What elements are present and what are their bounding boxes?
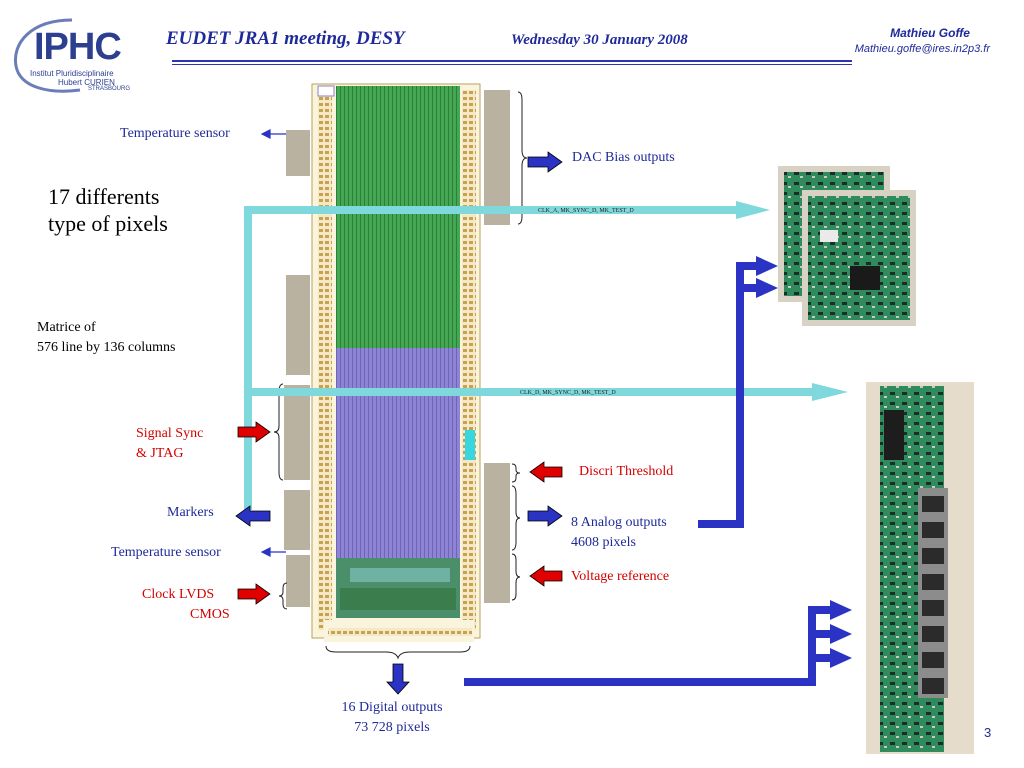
clk-top-label: CLK_A, MK_SYNC_D, MK_TEST_D bbox=[538, 208, 634, 214]
blue-connectors bbox=[464, 256, 852, 686]
signal-sync-line1: Signal Sync bbox=[136, 426, 204, 441]
logo-swoosh-icon bbox=[13, 18, 81, 93]
blue-arrows bbox=[235, 151, 563, 695]
digital-outputs-label: 16 Digital outputs 73 728 pixels bbox=[324, 698, 460, 738]
chip-layout bbox=[311, 83, 481, 642]
analog-line2: 4608 pixels bbox=[571, 535, 636, 550]
red-arrows bbox=[237, 421, 563, 605]
pixel-matrix-purple bbox=[336, 348, 460, 558]
matrix-line2: 576 line by 136 columns bbox=[37, 340, 176, 355]
pixel-types-label: 17 differents type of pixels bbox=[48, 183, 168, 237]
pin-labels bbox=[284, 90, 510, 607]
logo-sub2: Hubert CURIEN bbox=[58, 78, 115, 87]
clock-label: Clock LVDS CMOS bbox=[142, 585, 230, 625]
slide-date: Wednesday 30 January 2008 bbox=[511, 32, 688, 48]
slide-title: EUDET JRA1 meeting, DESY bbox=[166, 28, 405, 49]
signal-sync-label: Signal Sync & JTAG bbox=[136, 424, 203, 464]
author-name: Mathieu Goffe bbox=[890, 26, 970, 40]
digital-line2: 73 728 pixels bbox=[354, 720, 430, 735]
matrix-line1: Matrice of bbox=[37, 320, 96, 335]
readout-board-photo bbox=[866, 382, 974, 754]
temp-sensor-top-label: Temperature sensor bbox=[120, 126, 230, 141]
header-rule bbox=[172, 60, 852, 62]
markers-label: Markers bbox=[167, 505, 214, 520]
pixel-types-line2: type of pixels bbox=[48, 211, 168, 236]
dac-bias-label: DAC Bias outputs bbox=[572, 150, 675, 165]
logo-text: IPHC bbox=[34, 26, 122, 68]
clk-bottom-label: CLK_D, MK_SYNC_D, MK_TEST_D bbox=[520, 390, 616, 396]
clock-line1: Clock LVDS bbox=[142, 587, 215, 602]
logo-sub1: Institut Pluridisciplinaire bbox=[30, 69, 114, 78]
header-rule-thin bbox=[172, 64, 852, 65]
logo: IPHC Institut Pluridisciplinaire Hubert … bbox=[10, 14, 135, 94]
pcb-photo-top bbox=[778, 166, 916, 326]
matrix-size-label: Matrice of 576 line by 136 columns bbox=[37, 318, 175, 358]
clock-line2: CMOS bbox=[190, 607, 230, 622]
author-email: Mathieu.goffe@ires.in2p3.fr bbox=[854, 43, 990, 55]
voltage-reference-label: Voltage reference bbox=[571, 569, 670, 584]
temp-sensor-bottom-label: Temperature sensor bbox=[111, 545, 221, 560]
logo-sub3: STRASBOURG bbox=[88, 86, 131, 92]
pixel-matrix-green bbox=[336, 86, 460, 348]
cyan-bus-lines bbox=[244, 201, 848, 510]
analog-outputs-label: 8 Analog outputs 4608 pixels bbox=[571, 513, 667, 553]
analog-line1: 8 Analog outputs bbox=[571, 515, 667, 530]
digital-line1: 16 Digital outputs bbox=[341, 700, 443, 715]
pixel-types-line1: 17 differents bbox=[48, 184, 160, 209]
page-number: 3 bbox=[984, 725, 992, 740]
discri-threshold-label: Discri Threshold bbox=[579, 464, 674, 479]
thin-arrows bbox=[260, 129, 286, 557]
signal-sync-line2: & JTAG bbox=[136, 446, 184, 461]
